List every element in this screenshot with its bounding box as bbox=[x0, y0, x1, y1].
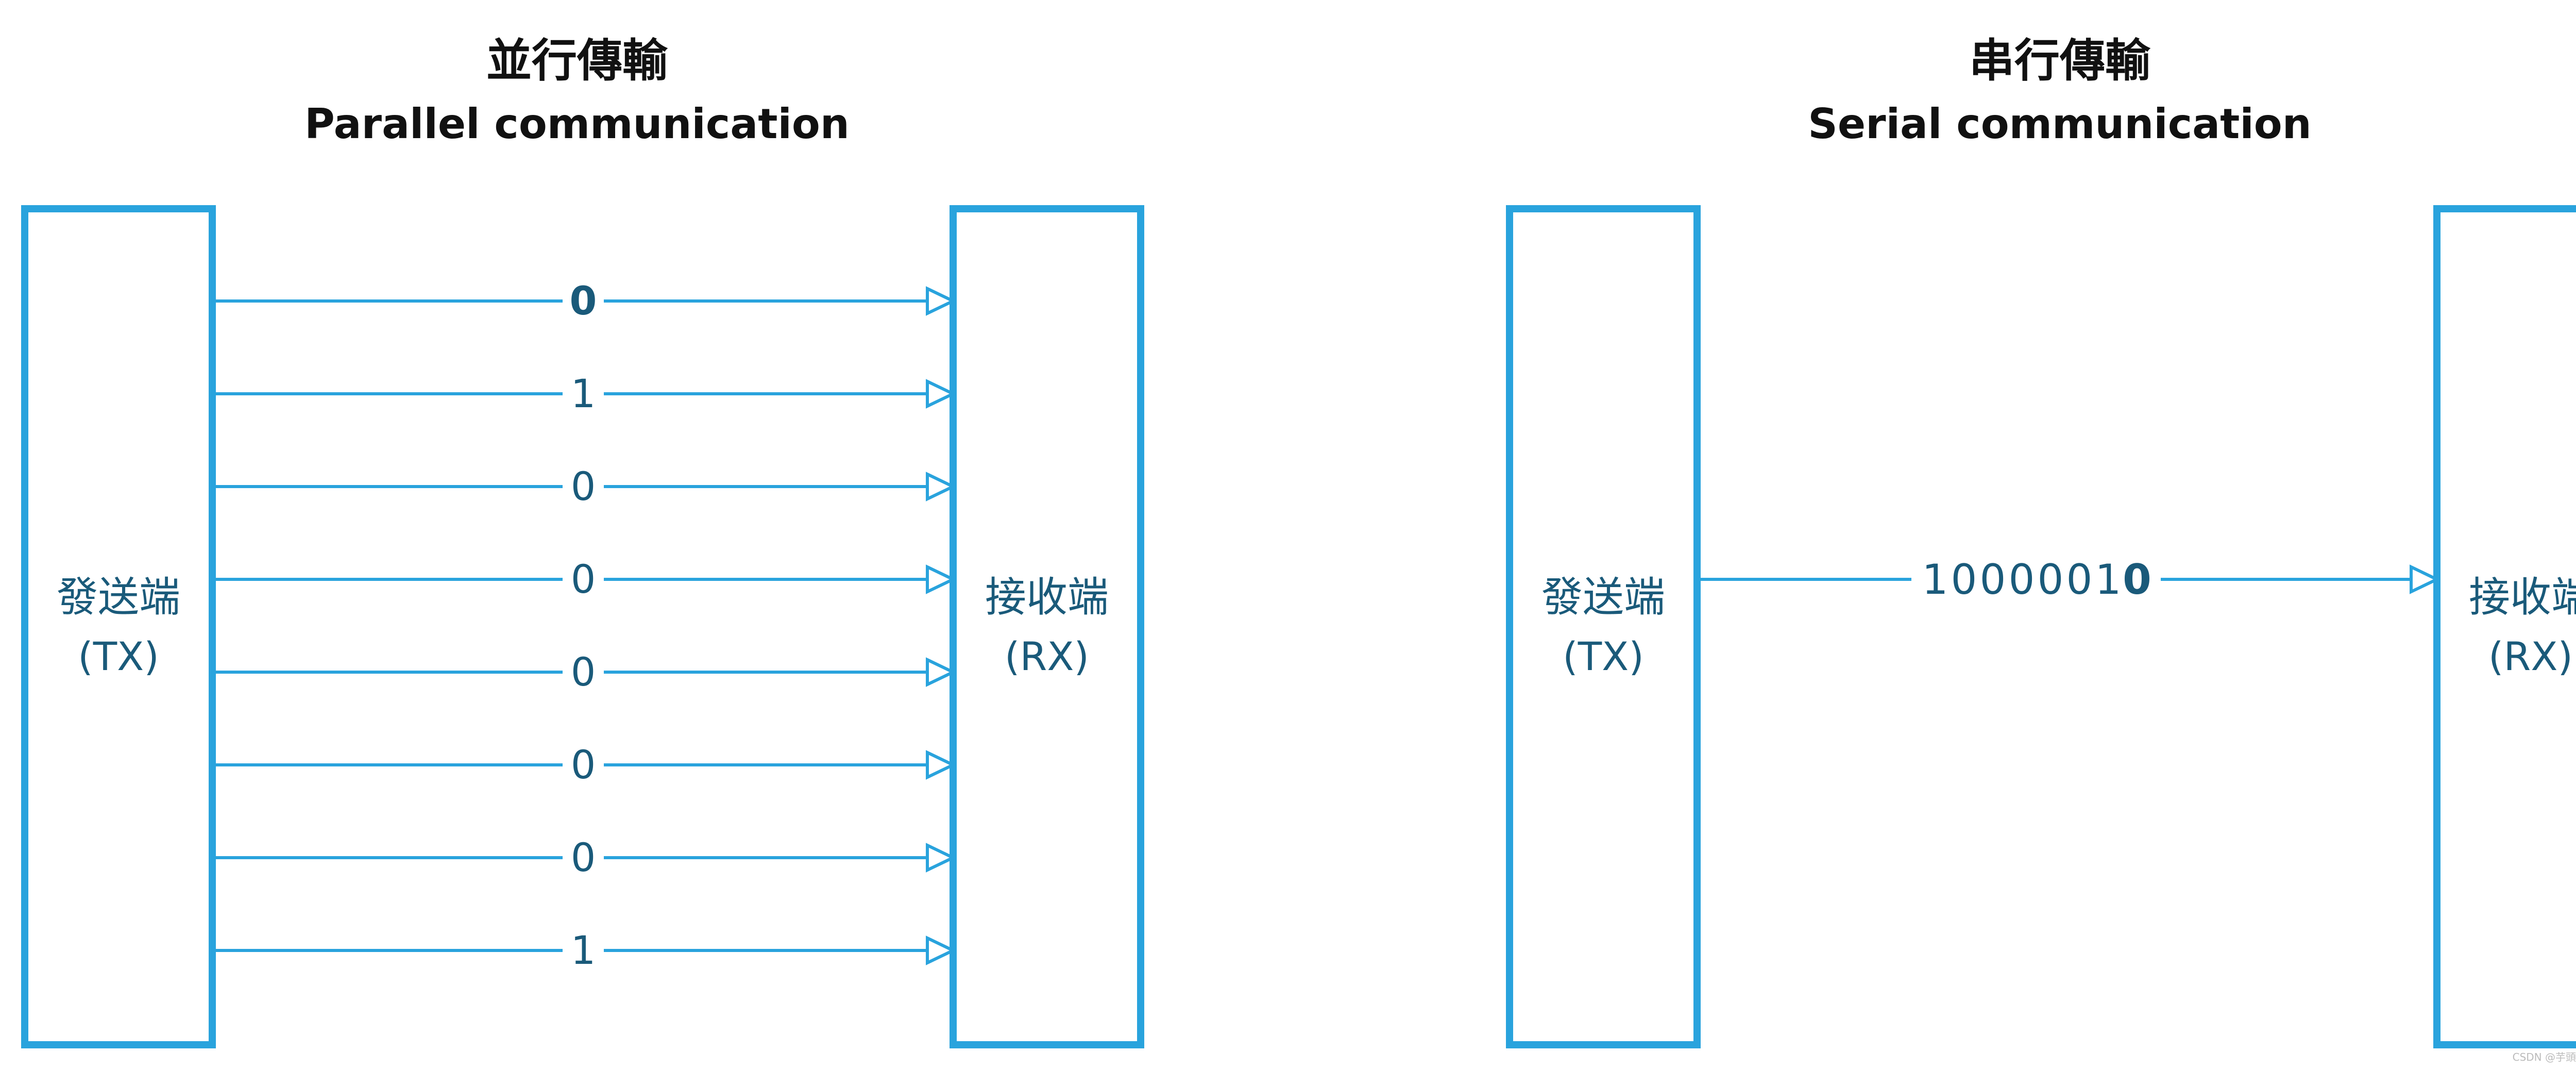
parallel-line: 1 bbox=[216, 927, 951, 973]
parallel-bit-label: 0 bbox=[570, 278, 597, 324]
parallel-line: 0 bbox=[216, 649, 951, 695]
serial-title-cn: 串行傳輸 bbox=[1969, 34, 2151, 87]
parallel-line: 1 bbox=[216, 371, 951, 416]
serial-bit-label: 0 bbox=[1951, 556, 1977, 604]
parallel-title-en: Parallel communication bbox=[304, 100, 850, 148]
serial-rx-sub: (RX) bbox=[2488, 633, 2573, 679]
serial-title-en: Serial communication bbox=[1808, 100, 2311, 148]
serial-tx-box bbox=[1506, 205, 1701, 1048]
parallel-rx-sub: (RX) bbox=[1005, 633, 1089, 679]
parallel-bit-label: 0 bbox=[571, 742, 596, 788]
parallel-tx-box bbox=[21, 205, 216, 1048]
serial-bit-label: 0 bbox=[2009, 556, 2035, 604]
parallel-bit-label: 0 bbox=[571, 649, 596, 695]
parallel-bit-label: 0 bbox=[571, 556, 596, 602]
serial-bit-label: 0 bbox=[2038, 556, 2064, 604]
parallel-tx-label: 發送端 bbox=[57, 573, 180, 621]
parallel-line: 0 bbox=[216, 463, 951, 509]
parallel-line: 0 bbox=[216, 556, 951, 602]
parallel-line: 0 bbox=[216, 278, 951, 324]
parallel-title-cn: 並行傳輸 bbox=[486, 34, 668, 87]
serial-bit-label: 1 bbox=[2095, 556, 2122, 604]
parallel-tx-sub: (TX) bbox=[78, 633, 159, 679]
parallel-line: 0 bbox=[216, 742, 951, 788]
parallel-bit-label: 1 bbox=[571, 371, 596, 416]
parallel-rx-box bbox=[950, 205, 1144, 1048]
serial-bit-label: 0 bbox=[2066, 556, 2093, 604]
parallel-rx-label: 接收端 bbox=[985, 573, 1109, 621]
parallel-bit-label: 1 bbox=[571, 927, 596, 973]
serial-rx-box bbox=[2433, 205, 2576, 1048]
parallel-bit-label: 0 bbox=[571, 834, 596, 880]
parallel-section: 並行傳輸 Parallel communication 發送端 (TX) 接收端… bbox=[21, 34, 1144, 1048]
serial-tx-sub: (TX) bbox=[1563, 633, 1644, 679]
serial-bit-label: 1 bbox=[1922, 556, 1948, 604]
serial-section: 串行傳輸 Serial communication 發送端 (TX) 接收端 (… bbox=[1506, 34, 2576, 1048]
serial-tx-label: 發送端 bbox=[1541, 573, 1665, 621]
parallel-line: 0 bbox=[216, 834, 951, 880]
serial-rx-label: 接收端 bbox=[2469, 573, 2576, 621]
watermark: CSDN @芋頭配上鮮奶油 bbox=[2513, 1051, 2576, 1063]
serial-bit-label: 0 bbox=[2123, 556, 2151, 604]
parallel-bit-label: 0 bbox=[571, 463, 596, 509]
serial-bit-label: 0 bbox=[1980, 556, 2006, 604]
parallel-data-lines: 0 1 0 0 0 0 0 1 bbox=[216, 278, 951, 973]
